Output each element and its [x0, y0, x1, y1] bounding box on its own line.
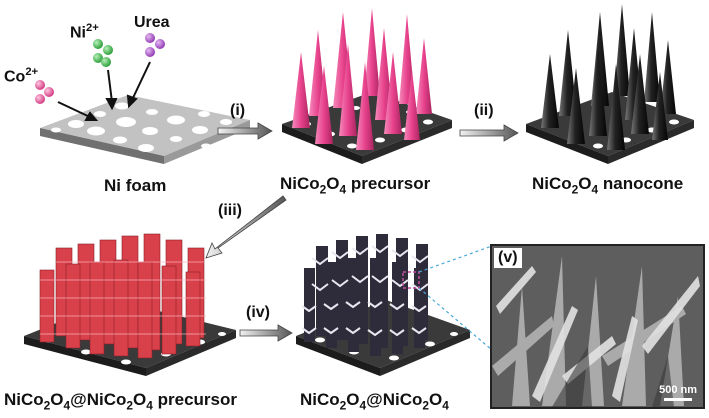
ion-pointer-arrows — [57, 61, 151, 121]
step-iii-label: (iii) — [218, 202, 242, 219]
scale-bar-line — [664, 398, 693, 401]
core-shell-columns — [301, 234, 429, 356]
sem-texture — [492, 246, 703, 407]
precursor-caption: NiCo2O4 precursor — [280, 174, 431, 197]
zoom-indicator — [402, 245, 493, 351]
urea-molecule — [145, 33, 165, 57]
step-i-label: (i) — [230, 102, 246, 119]
step-ii-label: (ii) — [474, 102, 494, 119]
scale-bar: 500 nm — [659, 384, 697, 401]
step-v-label: (v) — [494, 248, 522, 268]
ni-ion-molecule — [93, 39, 113, 67]
step-iv-label: (iv) — [246, 304, 270, 321]
co-ion-molecule — [35, 80, 54, 104]
ni-foam-plate — [40, 95, 250, 164]
precursor-cones — [292, 8, 432, 150]
ni-foam-caption: Ni foam — [104, 176, 167, 195]
scale-bar-label: 500 nm — [659, 384, 697, 396]
arrow-step-iii — [205, 195, 287, 259]
co-ion-label: Co2+ — [4, 66, 39, 86]
arrow-step-iv — [239, 324, 293, 342]
arrow-step-i — [217, 122, 273, 140]
urea-label: Urea — [134, 14, 170, 31]
core-shell-precursor-columns — [39, 233, 206, 359]
ni-ion-label: Ni2+ — [70, 22, 99, 42]
nanocone-caption: NiCo2O4 nanocone — [532, 174, 684, 197]
nanocone-cones — [541, 4, 676, 150]
arrow-step-ii — [459, 124, 519, 142]
sem-micrograph: (v) 500 nm — [490, 244, 705, 409]
core-shell-precursor-caption: NiCo2O4@NiCo2O4 precursor — [4, 390, 237, 413]
core-shell-caption: NiCo2O4@NiCo2O4 — [300, 390, 449, 413]
